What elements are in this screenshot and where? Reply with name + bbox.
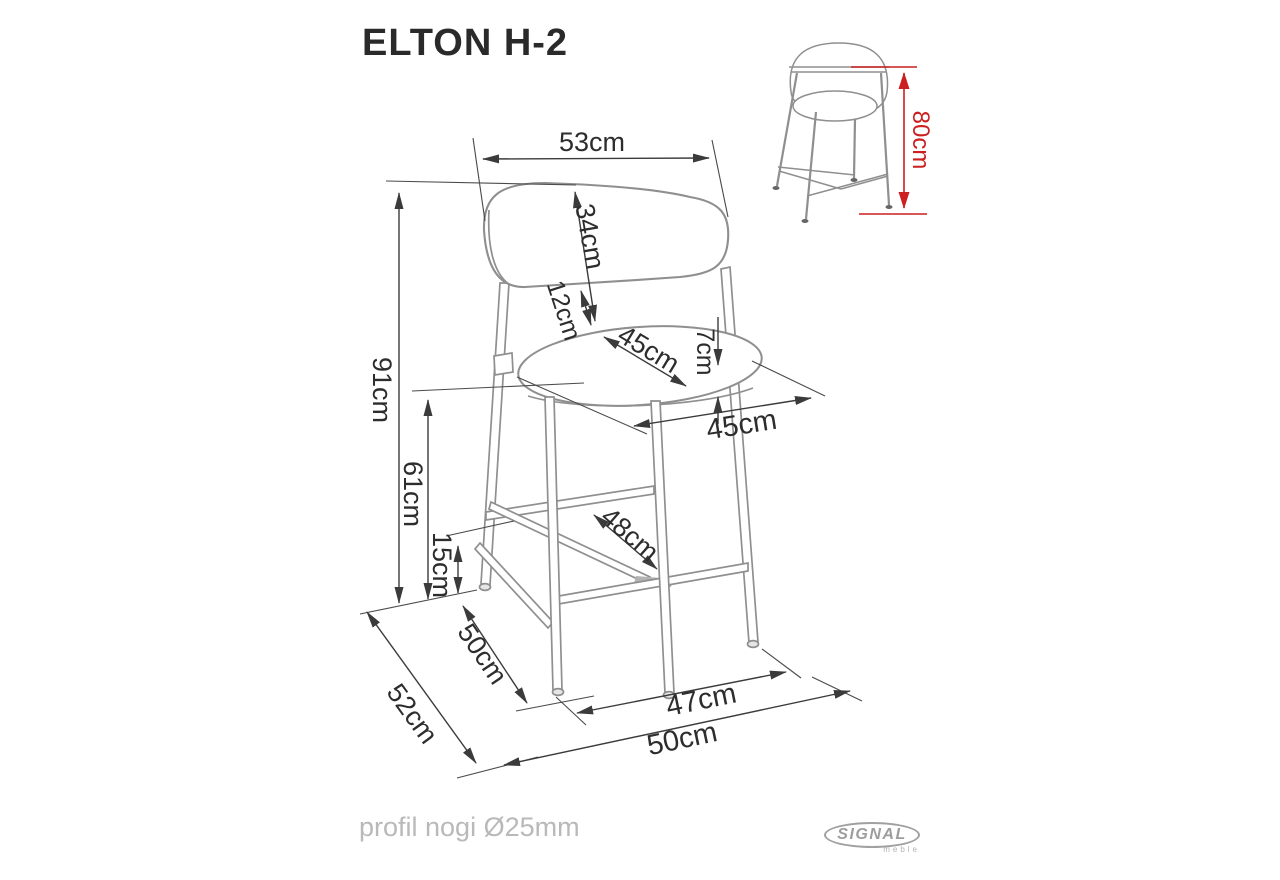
signal-meble-text: meble [883, 845, 920, 854]
dim-backrest-gap-line [580, 290, 592, 326]
dim-base-width-outer-line [503, 689, 851, 767]
dim-backrest-height-line [573, 191, 597, 322]
dim-seat-depth-label: 45cm [704, 404, 779, 447]
inset-seat [792, 90, 878, 122]
inset-foot-2 [801, 219, 809, 223]
signal-brand-text: SIGNAL [837, 826, 907, 843]
dim-inset-height-label: 80cm [907, 111, 934, 170]
dim-base-depth-inner-label: 50cm [452, 618, 514, 690]
front-left-leg [544, 396, 563, 691]
inset-foot-4 [885, 205, 893, 209]
dim-base-width-inner-label: 47cm [663, 677, 739, 722]
inset-leg-2 [804, 111, 818, 220]
backrest [482, 181, 730, 289]
dim-seat-width-line [603, 336, 687, 387]
inset-leg-4 [879, 72, 891, 206]
foot-back-left [478, 582, 492, 592]
foot-back-right [746, 639, 760, 649]
inset-rails [777, 166, 889, 197]
dim-back-width-line [482, 153, 710, 164]
inset-leg-3 [852, 118, 857, 179]
dim-seat-depth-line [633, 396, 812, 428]
back-left-leg [480, 282, 510, 586]
footrest-rail-right [552, 561, 749, 607]
product-title: ELTON H-2 [362, 22, 569, 64]
signal-logo-oval: SIGNAL [824, 822, 920, 848]
dim-back-width-label: 53cm [559, 127, 625, 157]
inset-backrest [789, 42, 889, 115]
back-right-leg [720, 265, 759, 644]
dim-footrest-height-label: 15cm [427, 532, 457, 598]
dim-base-depth-outer-label: 52cm [381, 678, 444, 749]
inset-rear-view [772, 42, 893, 223]
backrest-edge-line [487, 209, 511, 286]
seat-bracket [493, 352, 514, 376]
footrest-rail-front [473, 541, 555, 630]
extension-lines [359, 137, 863, 779]
foot-front-left [551, 687, 565, 697]
inset-foot-1 [772, 186, 780, 190]
dim-base-width-outer-label: 50cm [644, 716, 720, 762]
signal-logo: SIGNAL meble [824, 822, 924, 854]
dim-seat-thickness-label: 7cm [691, 328, 719, 375]
footrest-rail-left [485, 485, 655, 521]
dim-brace-length-line [593, 514, 658, 570]
dimension-lines [366, 153, 851, 767]
dim-total-height-label: 91cm [367, 357, 397, 423]
inset-foot-3 [850, 178, 858, 182]
dim-base-depth-outer-line [366, 611, 477, 764]
inset-height-dimension [851, 66, 927, 215]
dim-backrest-gap-label: 12cm [541, 277, 587, 344]
dim-seat-height-label: 61cm [398, 461, 428, 527]
leg-profile-note: profil nogi Ø25mm [359, 812, 580, 842]
